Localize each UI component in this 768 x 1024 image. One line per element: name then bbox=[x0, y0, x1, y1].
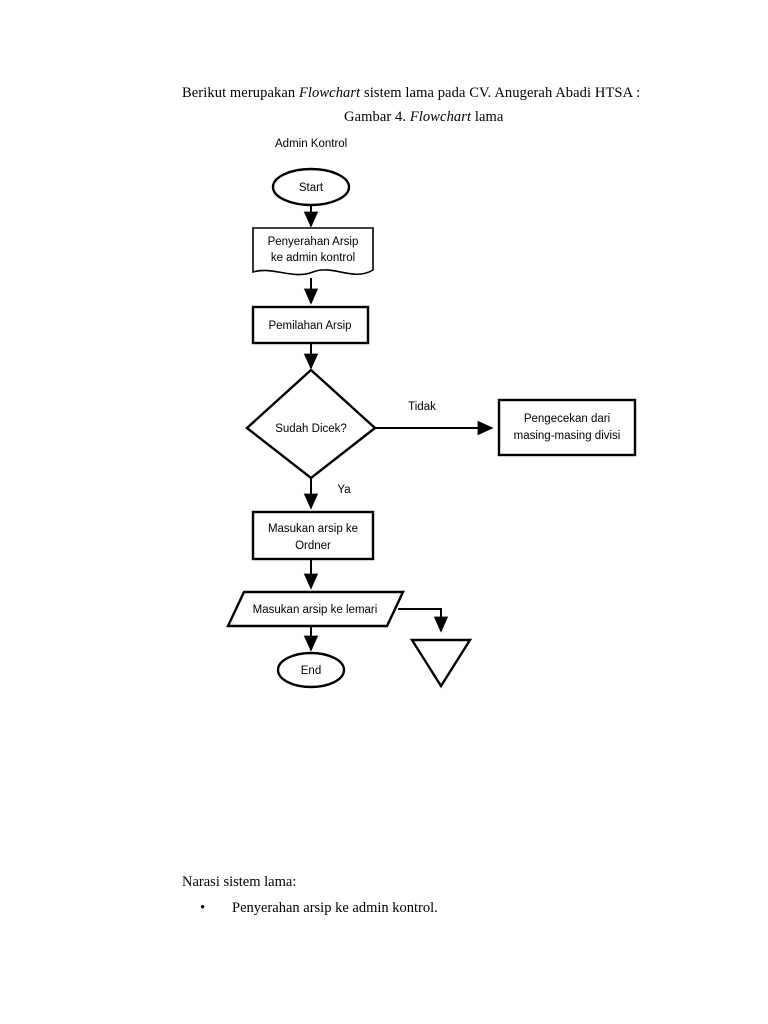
edge-lemari-to-merge bbox=[398, 608, 449, 633]
node-pengecekan-label-line1: Pengecekan dari bbox=[524, 413, 610, 425]
flowchart-canvas: Start Penyerahan Arsip ke admin kontrol … bbox=[226, 167, 637, 689]
node-pengecekan-label-line2: masing-masing divisi bbox=[514, 430, 621, 442]
node-start-label: Start bbox=[299, 182, 324, 194]
intro-text-after: sistem lama pada CV. Anugerah Abadi HTSA… bbox=[360, 85, 641, 101]
swimlane-label-admin-kontrol: Admin Kontrol bbox=[275, 138, 348, 150]
node-ordner-label-line2: Ordner bbox=[295, 540, 331, 552]
node-lemari-label: Masukan arsip ke lemari bbox=[253, 604, 378, 616]
node-ordner-label-line1: Masukan arsip ke bbox=[268, 523, 358, 535]
caption-text-italic: Flowchart bbox=[409, 109, 472, 125]
node-pemilahan-arsip[interactable] bbox=[251, 305, 370, 345]
node-merge-triangle[interactable] bbox=[409, 638, 473, 689]
node-penyerahan-label-line2: ke admin kontrol bbox=[271, 252, 355, 264]
intro-text-before: Berikut merupakan bbox=[182, 85, 299, 101]
list-item: • Penyerahan arsip ke admin kontrol. bbox=[200, 900, 620, 917]
node-pengecekan-divisi[interactable] bbox=[497, 398, 637, 457]
intro-paragraph: Berikut merupakan Flowchart sistem lama … bbox=[182, 85, 640, 102]
node-end-label: End bbox=[301, 665, 321, 677]
node-sudah-dicek[interactable] bbox=[245, 368, 377, 480]
node-masukan-arsip-ordner[interactable] bbox=[251, 510, 375, 561]
intro-text-italic: Flowchart bbox=[298, 85, 361, 101]
edge-label-tidak: Tidak bbox=[408, 401, 436, 413]
edge-label-ya: Ya bbox=[337, 484, 351, 496]
node-penyerahan-arsip[interactable] bbox=[252, 227, 374, 276]
node-end[interactable] bbox=[276, 651, 346, 689]
node-pemilahan-label: Pemilahan Arsip bbox=[268, 320, 351, 332]
node-masukan-arsip-lemari[interactable] bbox=[226, 590, 405, 628]
node-dicek-label: Sudah Dicek? bbox=[275, 423, 347, 435]
node-start[interactable] bbox=[271, 167, 351, 207]
figure-caption: Gambar 4. Flowchart lama bbox=[344, 109, 503, 126]
caption-text-after: lama bbox=[471, 109, 504, 125]
caption-text-before: Gambar 4. bbox=[344, 109, 410, 125]
narration-heading: Narasi sistem lama: bbox=[182, 874, 297, 890]
narration-item-text: Penyerahan arsip ke admin kontrol. bbox=[232, 900, 438, 916]
bullet-icon: • bbox=[200, 900, 206, 916]
node-penyerahan-label-line1: Penyerahan Arsip bbox=[268, 236, 359, 248]
